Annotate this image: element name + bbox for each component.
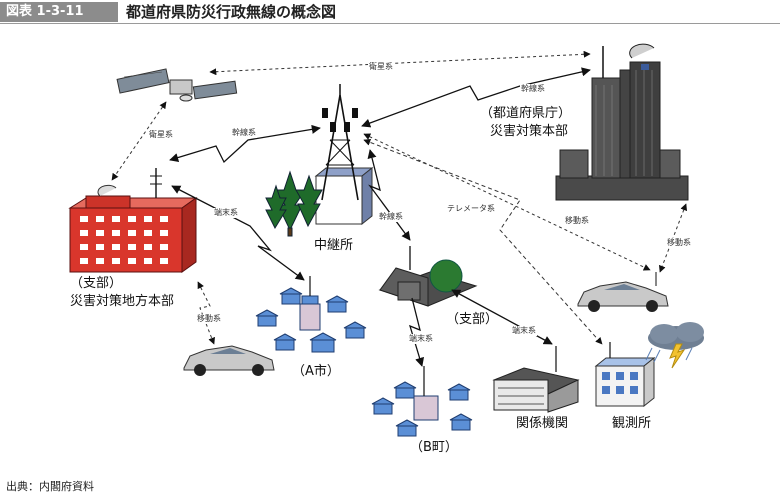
link-trunk-prefecture [361, 67, 591, 128]
label-observatory: 観測所 [612, 416, 652, 431]
label-terminal-branch: 端末系 [408, 334, 434, 344]
link-satellite-branch-hq [111, 101, 167, 181]
figure-number: 図表 1-3-11 [0, 2, 118, 22]
label-branch: （支部） [446, 312, 499, 327]
rain-cloud-icon [645, 322, 704, 369]
label-relay-station: 中継所 [314, 238, 354, 253]
label-telemeter: テレメータ系 [446, 204, 496, 214]
label-trunk-left: 幹線系 [231, 128, 257, 138]
link-mobile-car-left [197, 281, 215, 345]
link-trunk-branch [367, 149, 411, 241]
figure-title: 都道府県防災行政無線の概念図 [126, 3, 337, 21]
source-note: 出典：内閣府資料 [6, 480, 94, 493]
link-trunk-branch-hq [169, 124, 321, 164]
label-mobile-right: 移動系 [666, 238, 692, 248]
link-mobile-car-right [363, 133, 651, 271]
mobile-car-left-icon [183, 345, 275, 376]
link-terminal-town-b [408, 297, 425, 367]
label-satellite-left: 衛星系 [148, 130, 174, 140]
header-rule [0, 23, 780, 24]
label-prefecture-line1: （都道府県庁） [480, 106, 572, 121]
label-branch-hq-line2: 災害対策地方本部 [70, 294, 175, 309]
satellite-icon [116, 68, 238, 102]
agency-building-icon [492, 346, 580, 413]
prefecture-office-icon [555, 43, 689, 201]
figure-header: 図表 1-3-11 都道府県防災行政無線の概念図 [0, 0, 780, 24]
label-city-a: （A市） [292, 364, 340, 379]
label-branch-hq-line1: （支部） [70, 276, 123, 291]
mobile-car-right-icon [577, 272, 669, 312]
label-satellite-top: 衛星系 [368, 62, 394, 72]
observatory-building-icon [594, 342, 656, 408]
branch-building-icon [378, 246, 478, 307]
label-prefecture-line2: 災害対策本部 [490, 124, 569, 139]
label-trunk-prefecture: 幹線系 [520, 84, 546, 94]
label-terminal-right: 端末系 [511, 326, 537, 336]
label-town-b: （B町） [410, 440, 458, 455]
branch-hq-building-icon [68, 168, 198, 273]
label-mobile-mid: 移動系 [564, 216, 590, 226]
houses-town-b-icon [371, 366, 473, 437]
link-satellite-prefecture [209, 50, 591, 76]
label-terminal-left: 端末系 [213, 208, 239, 218]
relay-station-icon [265, 84, 374, 237]
label-trunk-mid: 幹線系 [378, 212, 404, 222]
houses-city-a-icon [255, 276, 367, 353]
label-mobile-left: 移動系 [196, 314, 222, 324]
label-agency: 関係機関 [516, 416, 569, 431]
